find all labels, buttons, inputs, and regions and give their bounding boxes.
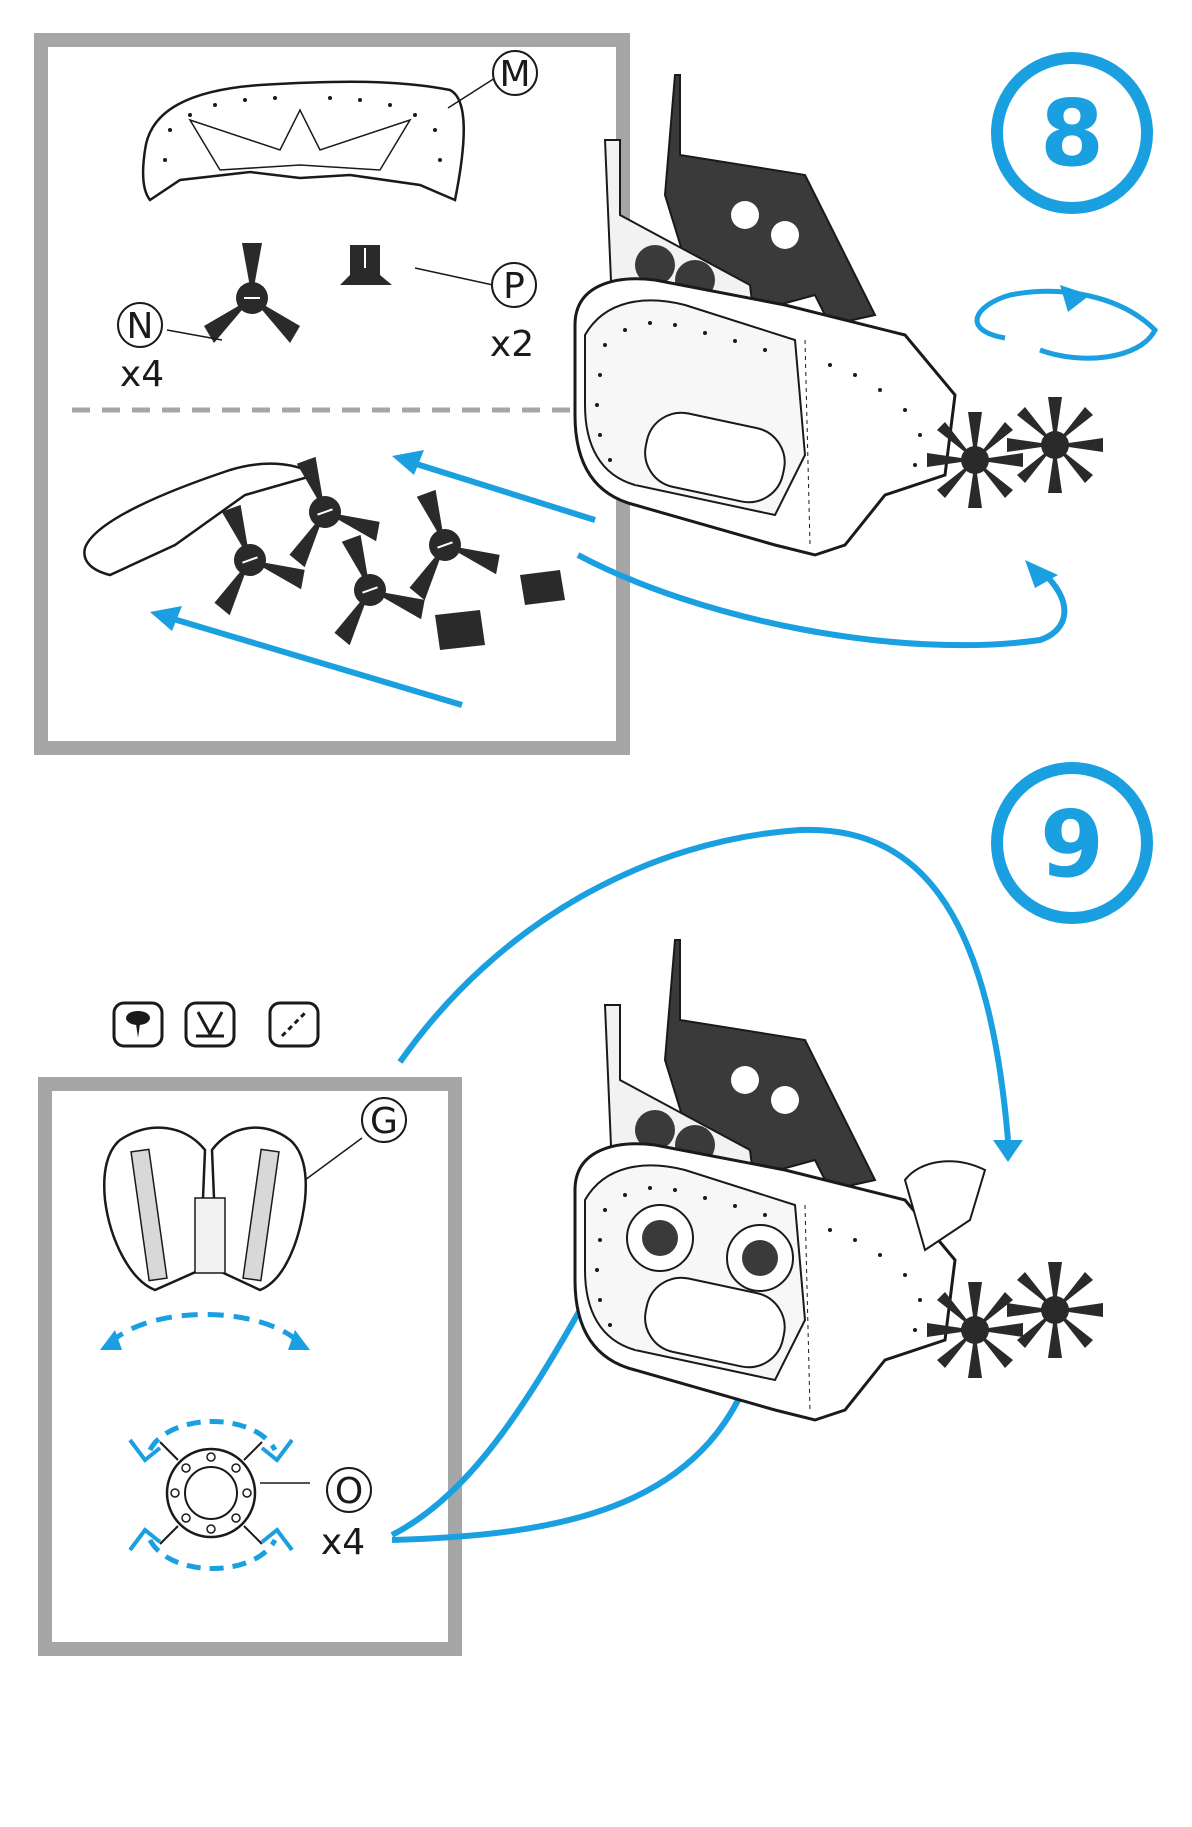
step-9: 9 G [45, 768, 1147, 1649]
part-m-illustration [143, 82, 464, 200]
part-letter-n: N [127, 306, 154, 347]
part-g-illustration [104, 1128, 306, 1290]
assembled-parts-preview [84, 444, 565, 650]
fold-guide-g [110, 1315, 300, 1344]
part-letter-o: O [335, 1471, 363, 1512]
quantity-o: x4 [321, 1522, 365, 1563]
vehicle-step-8 [575, 75, 1103, 555]
vehicle-step-9 [575, 940, 1103, 1420]
step-8: M N x4 P x2 [41, 40, 1155, 748]
part-letter-p: P [503, 266, 525, 307]
fold-icon [186, 1003, 234, 1046]
part-p-illustration [340, 245, 392, 285]
quantity-p: x2 [490, 324, 534, 365]
fold-arrow-right [288, 1330, 310, 1350]
leader-line-p [415, 268, 493, 285]
step-number-9: 9 [1040, 791, 1104, 898]
score-line-icon [270, 1003, 318, 1046]
part-o-illustration [160, 1442, 262, 1544]
leader-line-g [305, 1138, 362, 1180]
step-number-8: 8 [1040, 80, 1104, 187]
rotate-arrowhead [1060, 285, 1090, 312]
glue-icon [114, 1003, 162, 1046]
fold-arrow-left [100, 1330, 122, 1350]
quantity-n: x4 [120, 354, 164, 395]
part-n-illustration [204, 243, 300, 343]
part-letter-g: G [370, 1101, 398, 1142]
part-letter-m: M [499, 54, 530, 95]
